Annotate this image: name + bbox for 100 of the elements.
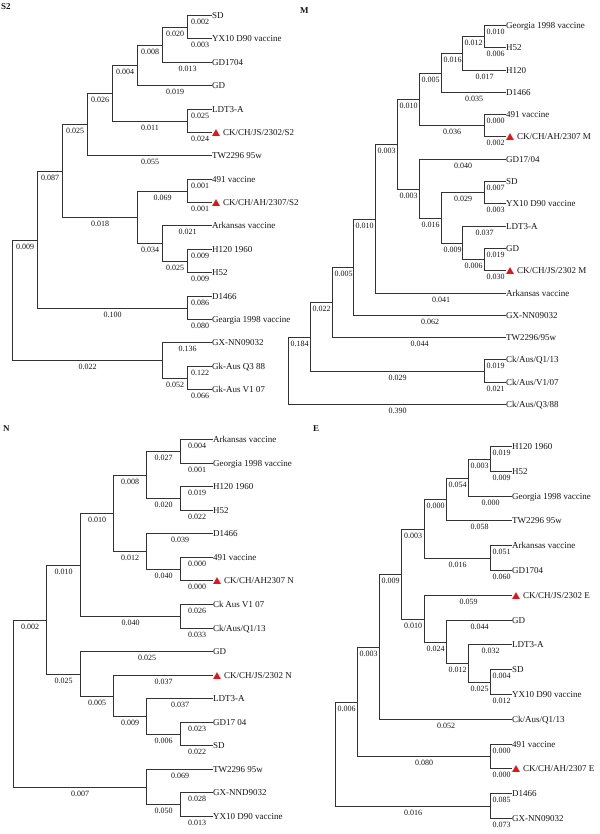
vertical-branch-line — [446, 620, 447, 664]
taxon-label: GD — [506, 243, 519, 254]
branch-length-label: 0.062 — [421, 317, 439, 326]
branch-length-label: 0.003 — [400, 191, 418, 200]
branch-line — [442, 53, 462, 54]
taxon-label: YX10 D90 vaccine — [213, 811, 282, 822]
taxon-label: 491 vaccine — [512, 739, 556, 750]
taxon-label: D1466 — [213, 528, 238, 539]
branch-line — [484, 359, 506, 360]
vertical-branch-line — [162, 27, 163, 63]
taxon-label: YX10 D90 vaccine — [506, 198, 576, 209]
vertical-branch-line — [180, 604, 181, 629]
taxon-label: TW2296 95w — [213, 764, 263, 775]
taxon-label: H120 1960 — [512, 441, 552, 452]
branch-length-label: 0.000 — [188, 559, 206, 568]
branch-line — [376, 293, 506, 294]
branch-length-label: 0.012 — [121, 553, 139, 562]
branch-length-label: 0.013 — [178, 64, 196, 73]
branch-line — [188, 319, 212, 320]
branch-line — [46, 674, 80, 675]
vertical-branch-line — [375, 144, 376, 294]
branch-line — [310, 302, 332, 303]
branch-length-label: 0.030 — [486, 272, 504, 281]
branch-length-label: 0.000 — [426, 501, 444, 510]
branch-length-label: 0.000 — [482, 498, 500, 507]
taxon-label: GX-NND9032 — [213, 787, 266, 798]
branch-line — [490, 694, 512, 695]
branch-line — [490, 471, 512, 472]
vertical-branch-line — [490, 545, 491, 571]
branch-length-label: 0.122 — [191, 368, 209, 377]
branch-length-label: 0.025 — [66, 126, 84, 135]
taxon-label: CK/CH/JS/2302/S2 — [223, 127, 294, 138]
branch-length-label: 0.020 — [154, 500, 172, 509]
branch-length-label: 0.035 — [465, 94, 483, 103]
branch-line — [162, 62, 212, 63]
taxon-label: Geargia 1998 vaccine — [212, 314, 290, 325]
branch-line — [180, 557, 214, 558]
branch-line — [468, 682, 490, 683]
branch-length-label: 0.019 — [492, 448, 510, 457]
branch-line — [62, 124, 88, 125]
branch-line — [420, 73, 442, 74]
branch-length-label: 0.033 — [188, 630, 206, 639]
vertical-branch-line — [162, 342, 163, 379]
branch-line — [188, 389, 212, 390]
branch-length-label: 0.024 — [191, 134, 209, 143]
taxon-label: TW2296 95w — [212, 150, 262, 161]
branch-length-label: 0.019 — [188, 488, 206, 497]
branch-length-label: 0.040 — [454, 161, 472, 170]
taxon-label: Arkansas vaccine — [506, 288, 570, 299]
taxon-label: LDT3-A — [512, 639, 544, 650]
vertical-branch-line — [490, 446, 491, 472]
branch-length-label: 0.055 — [141, 157, 159, 166]
branch-line — [112, 121, 188, 122]
vertical-branch-line — [146, 698, 147, 735]
vertical-branch-line — [113, 675, 114, 717]
branch-length-label: 0.016 — [444, 55, 462, 64]
branch-line — [162, 261, 188, 262]
taxon-label: H120 1960 — [213, 481, 254, 492]
vertical-branch-line — [180, 722, 181, 746]
branch-length-label: 0.006 — [486, 49, 504, 58]
branch-line — [490, 818, 512, 819]
branch-length-label: 0.009 — [16, 242, 34, 251]
branch-line — [38, 171, 62, 172]
taxon-label: GD1704 — [212, 57, 243, 68]
branch-line — [446, 520, 512, 521]
branch-length-label: 0.003 — [191, 40, 209, 49]
branch-line — [146, 498, 180, 499]
vertical-branch-line — [468, 459, 469, 497]
branch-length-label: 0.010 — [404, 621, 422, 630]
branch-length-label: 0.019 — [486, 361, 504, 370]
branch-line — [180, 722, 214, 723]
branch-line — [188, 179, 212, 180]
taxon-label: TW2296 95w — [512, 515, 562, 526]
branch-line — [468, 459, 490, 460]
branch-line — [442, 92, 506, 93]
branch-line — [336, 702, 358, 703]
branch-line — [462, 70, 506, 71]
branch-line — [424, 595, 512, 596]
branch-line — [490, 744, 512, 745]
branch-line — [398, 189, 420, 190]
branch-length-label: 0.016 — [404, 808, 422, 817]
branch-line — [146, 734, 180, 735]
vertical-branch-line — [62, 124, 63, 218]
branch-length-label: 0.041 — [432, 295, 450, 304]
branch-length-label: 0.029 — [388, 373, 406, 382]
branch-length-label: 0.002 — [191, 17, 209, 26]
vertical-branch-line — [46, 565, 47, 675]
branch-line — [484, 114, 506, 115]
branch-length-label: 0.008 — [141, 47, 159, 56]
branch-length-label: 0.007 — [486, 183, 504, 192]
branch-line — [490, 669, 512, 670]
branch-length-label: 0.022 — [188, 512, 206, 521]
branch-length-label: 0.000 — [492, 746, 510, 755]
branch-line — [46, 565, 80, 566]
vertical-branch-line — [484, 25, 485, 48]
branch-line — [162, 378, 188, 379]
branch-line — [146, 804, 180, 805]
branch-length-label: 0.000 — [188, 582, 206, 591]
branch-line — [188, 132, 212, 133]
branch-length-label: 0.390 — [388, 406, 406, 415]
